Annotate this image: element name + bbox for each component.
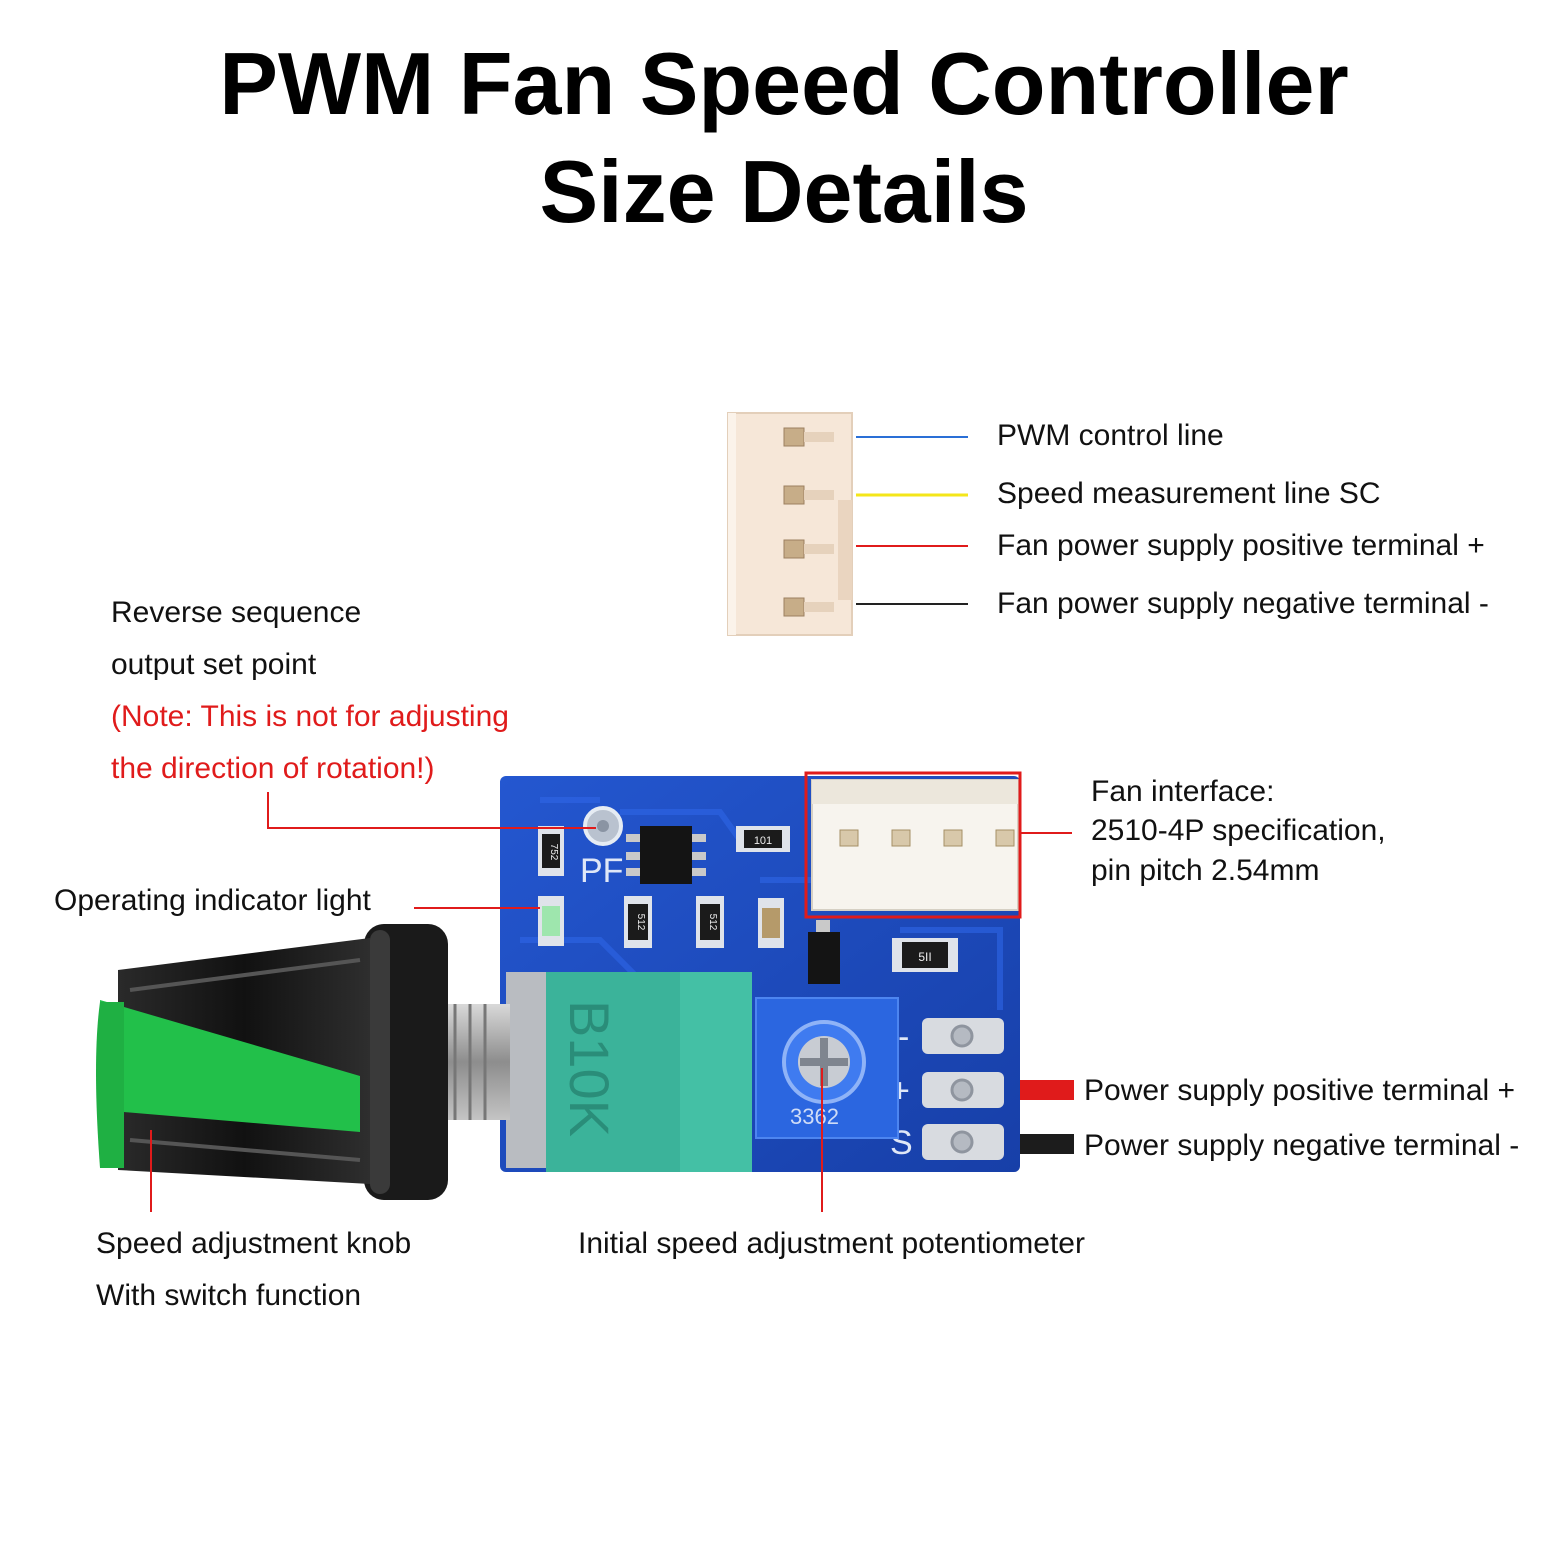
label-speed-measurement-line: Speed measurement line SC: [997, 477, 1381, 510]
connector-pin: [783, 485, 834, 505]
resistor-r1-code: 752: [548, 844, 559, 861]
resistor-r2-code: 512: [635, 914, 646, 931]
transistor: [808, 920, 840, 984]
resistor-r2: 512: [624, 896, 652, 948]
label-speed-knob: Speed adjustment knob: [96, 1227, 412, 1260]
label-fan-interface-spec: 2510-4P specification,: [1091, 814, 1386, 847]
resistor-r3: 512: [696, 896, 724, 948]
label-operating-indicator: Operating indicator light: [54, 884, 371, 917]
connector-pin: [783, 597, 834, 617]
label-fan-negative-terminal: Fan power supply negative terminal -: [997, 587, 1489, 620]
setpoint-leader: [267, 792, 596, 829]
label-fan-positive-terminal: Fan power supply positive terminal +: [997, 529, 1485, 562]
rotary-potentiometer: B10K: [506, 972, 752, 1172]
resistor-r5-code: 5II: [918, 950, 931, 964]
fan-connector-top-view: [727, 412, 853, 636]
connector-pin: [783, 539, 834, 559]
power-wire-positive: [1020, 1080, 1074, 1100]
board-label-pf: PF: [580, 852, 623, 890]
trimmer-code: 3362: [790, 1104, 839, 1129]
knob-assembly: [96, 924, 510, 1200]
capacitor: [758, 898, 784, 948]
label-power-negative: Power supply negative terminal -: [1084, 1129, 1520, 1162]
pot-code: B10K: [558, 1000, 621, 1137]
label-pwm-control-line: PWM control line: [997, 419, 1224, 452]
label-initial-speed-potentiometer: Initial speed adjustment potentiometer: [578, 1227, 1085, 1260]
power-wire-negative: [1020, 1134, 1074, 1154]
chip-ic: [626, 826, 706, 884]
note-line-2: the direction of rotation!): [111, 752, 435, 785]
label-reverse-sequence: Reverse sequence: [111, 596, 362, 629]
resistor-r3-code: 512: [707, 914, 718, 931]
connector-pin: [783, 427, 834, 447]
fan-connector-board: [811, 779, 1019, 911]
resistor-r1: 752: [538, 826, 564, 876]
fan-interface-highlight: [804, 771, 1022, 919]
indicator-led: [538, 896, 564, 946]
resistor-r5: 5II: [892, 938, 958, 972]
title-line-1: PWM Fan Speed Controller: [219, 34, 1349, 133]
trimmer-potentiometer: 3362: [755, 997, 899, 1139]
label-switch-function: With switch function: [96, 1279, 362, 1312]
note-line-1: (Note: This is not for adjusting: [111, 700, 509, 733]
label-fan-interface: Fan interface:: [1091, 775, 1275, 808]
resistor-r4: 101: [736, 826, 790, 852]
label-output-set-point: output set point: [111, 648, 317, 681]
pcb-board: PF 752 101: [500, 771, 1022, 1172]
power-pads: [922, 1018, 1004, 1160]
label-fan-interface-pitch: pin pitch 2.54mm: [1091, 854, 1320, 887]
label-power-positive: Power supply positive terminal +: [1084, 1074, 1516, 1107]
resistor-r4-code: 101: [754, 835, 772, 847]
pin-label-minus: -: [898, 1018, 909, 1056]
title-line-2: Size Details: [539, 142, 1029, 241]
